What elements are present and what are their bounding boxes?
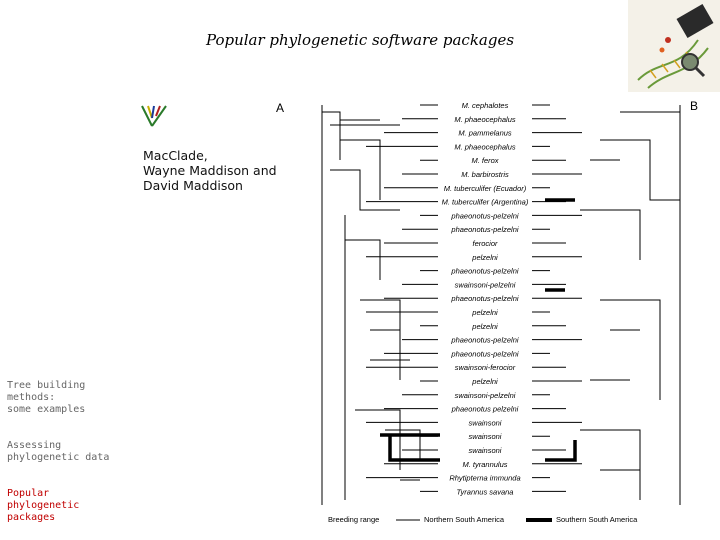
legend-southern: Southern South America	[556, 515, 638, 524]
taxon-label: phaeonotus-pelzelni	[450, 349, 518, 358]
taxon-label: phaeonotus pelzelni	[451, 405, 519, 414]
taxon-label: swainsoni-pelzelni	[455, 280, 516, 289]
sidebar-line: Assessing	[7, 440, 62, 451]
sidebar-item-assessing[interactable]: Assessing phylogenetic data	[7, 440, 117, 464]
legend-northern: Northern South America	[424, 515, 505, 524]
taxon-label: Rhytipterna immunda	[449, 474, 520, 483]
tree-branch	[355, 329, 410, 470]
taxon-label: M. cephalotes	[462, 101, 509, 110]
dna-magnifier-graphic	[628, 0, 720, 92]
macclade-author-1: Wayne Maddison and	[143, 163, 277, 178]
taxon-label: phaeonotus-pelzelni	[450, 336, 518, 345]
tree-branch	[600, 111, 680, 201]
taxon-label: M. tyrannulus	[462, 460, 507, 469]
legend-breeding-range: Breeding range	[328, 515, 379, 524]
sidebar-line: some examples	[7, 404, 86, 415]
macclade-name: MacClade,	[143, 148, 208, 163]
tree-branch	[330, 124, 400, 211]
sidebar-line: methods:	[7, 392, 56, 403]
panel-b-label: B	[690, 99, 698, 113]
tree-branch	[580, 159, 641, 260]
sidebar-item-popular-packages[interactable]: Popular phylogenetic packages	[7, 488, 117, 524]
taxon-label: phaeonotus-pelzelni	[450, 225, 518, 234]
page-title: Popular phylogenetic software packages	[205, 31, 515, 49]
taxon-label: phaeonotus-pelzelni	[450, 211, 518, 220]
taxon-label: pelzelni	[471, 322, 498, 331]
taxon-label: ferocior	[472, 239, 498, 248]
taxon-label: phaeonotus-pelzelni	[450, 294, 518, 303]
sidebar-line: packages	[7, 512, 56, 523]
taxon-label: M. ferox	[471, 156, 498, 165]
taxon-label: swainsoni	[469, 418, 502, 427]
taxon-label: swainsoni-pelzelni	[455, 391, 516, 400]
taxon-label: swainsoni	[469, 446, 502, 455]
sidebar-item-tree-building[interactable]: Tree building methods: some examples	[7, 380, 117, 416]
taxon-label: M. tuberculifer (Argentina)	[442, 198, 529, 207]
taxon-label: Tyrannus savana	[457, 487, 514, 496]
sidebar-line: Tree building	[7, 380, 86, 391]
sidebar-line: Popular	[7, 488, 50, 499]
legend: Breeding range Northern South America So…	[328, 515, 638, 524]
tree-branch-thick	[545, 440, 577, 462]
taxon-label: M. phaeocephalus	[454, 115, 516, 124]
taxon-label: pelzelni	[471, 377, 498, 386]
tree-branch	[385, 429, 421, 481]
taxon-label: phaeonotus-pelzelni	[450, 267, 518, 276]
macclade-author-2: David Maddison	[143, 178, 243, 193]
sidebar-line: phylogenetic	[7, 500, 80, 511]
taxon-label: M. tuberculifer (Ecuador)	[444, 184, 527, 193]
tree-branch	[590, 299, 661, 400]
taxon-label: M. pammelanus	[458, 129, 512, 138]
macclade-tree-logo	[141, 105, 167, 127]
taxon-label: swainsoni-ferocior	[455, 363, 516, 372]
tree-branch	[580, 429, 641, 500]
sidebar-line: phylogenetic data	[7, 452, 110, 463]
tree-branch	[344, 215, 401, 500]
tree-branch	[322, 111, 381, 200]
macclade-credit: MacClade, Wayne Maddison and David Maddi…	[143, 148, 277, 193]
panel-a-label: A	[276, 101, 284, 115]
taxon-label: M. phaeocephalus	[454, 142, 516, 151]
taxon-label: M. barbirostris	[461, 170, 509, 179]
tree-branch-thick	[388, 435, 440, 462]
taxon-label: pelzelni	[471, 253, 498, 262]
taxon-label: swainsoni	[469, 432, 502, 441]
taxon-label: pelzelni	[471, 308, 498, 317]
